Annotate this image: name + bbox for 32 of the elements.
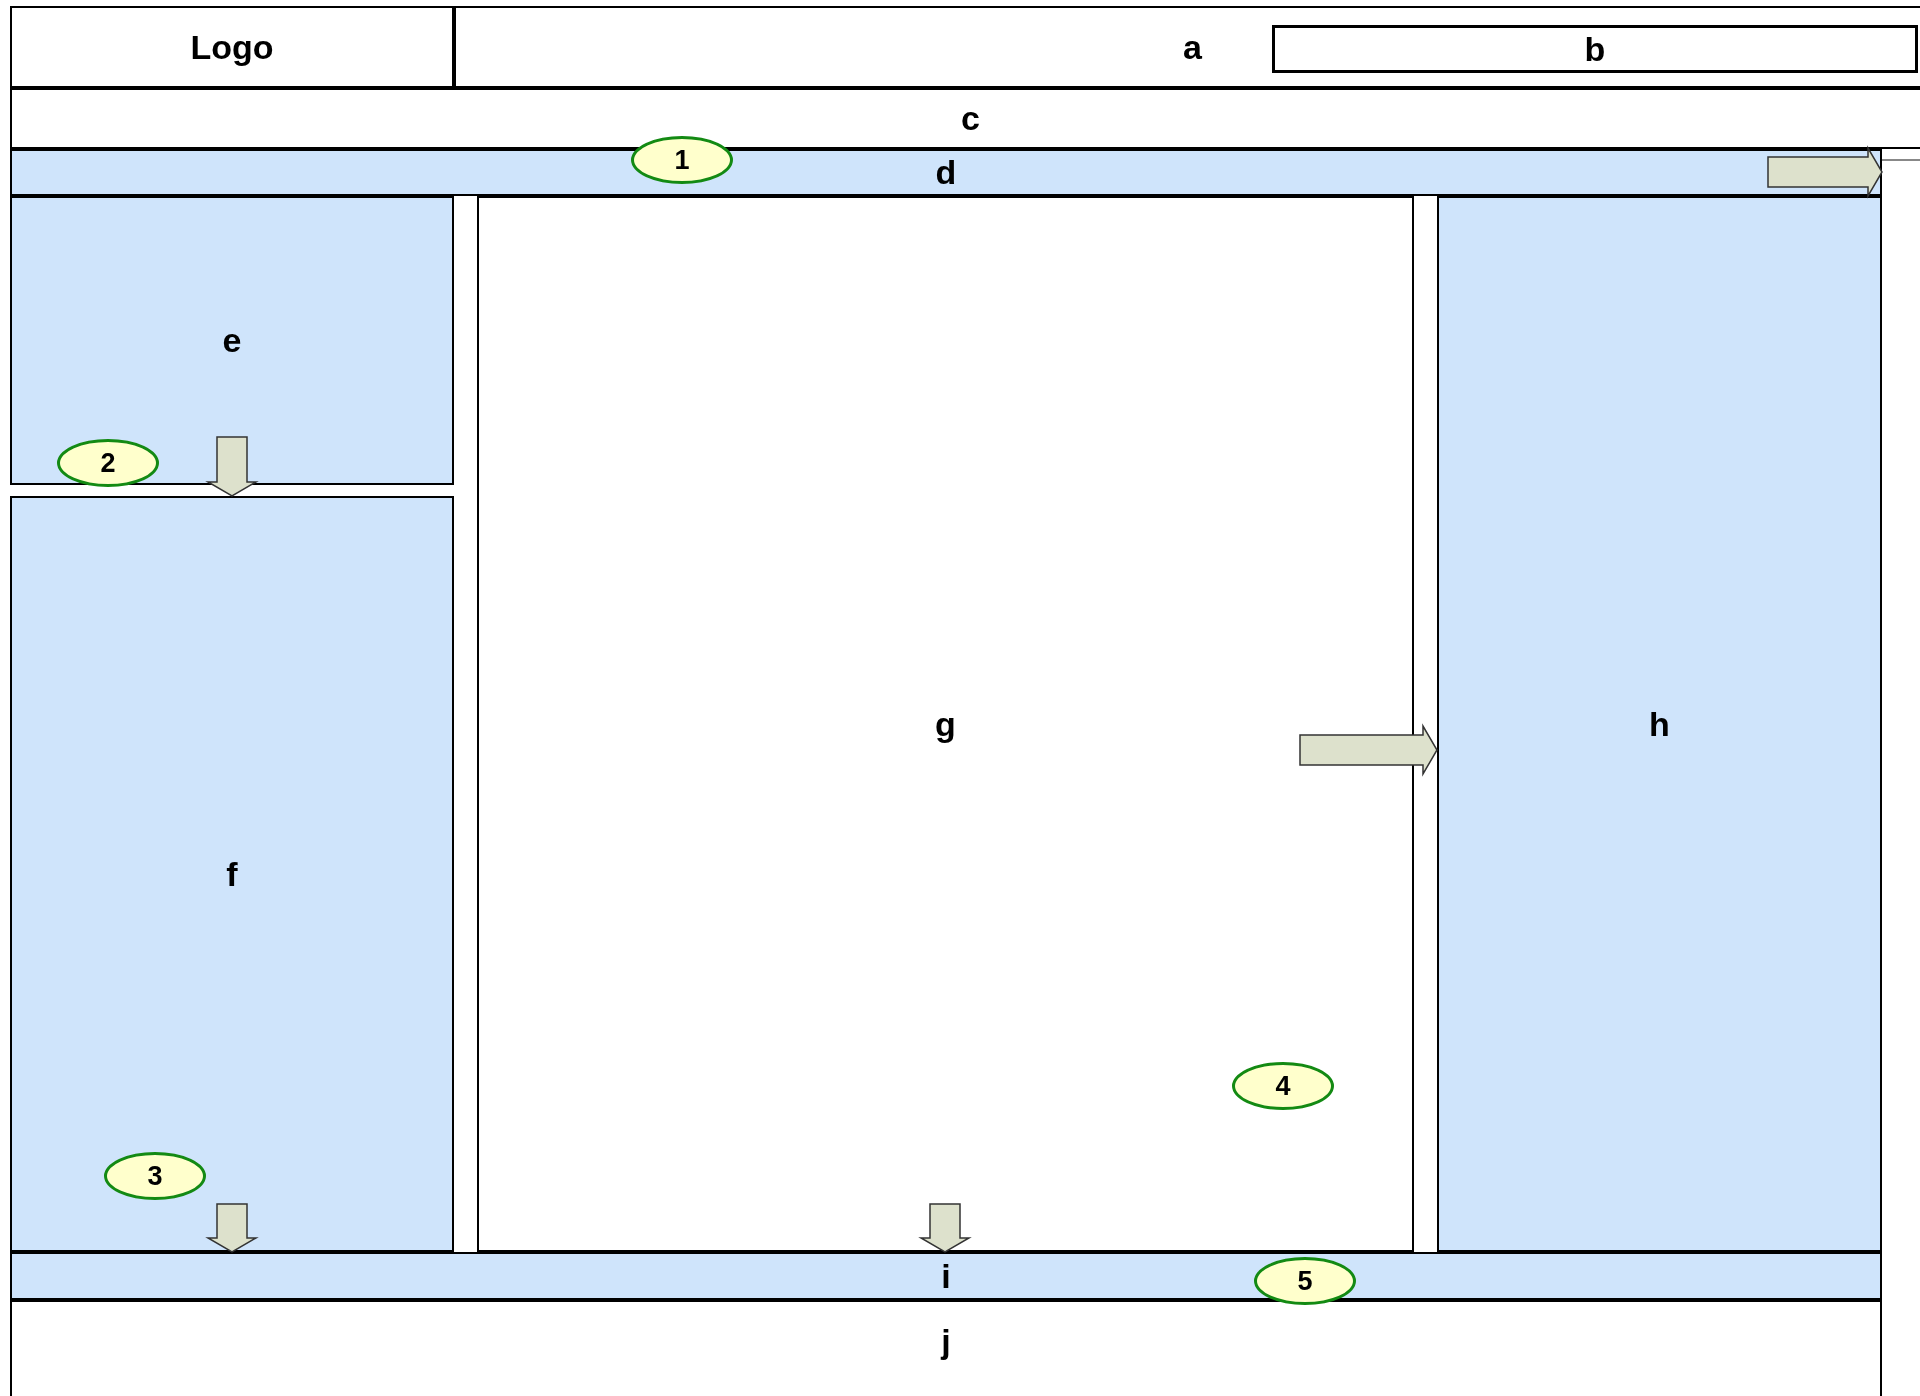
- callout-number: 3: [147, 1160, 163, 1192]
- block-arrow: [1767, 145, 1883, 199]
- layout-region: [10, 6, 454, 88]
- block-arrow: [918, 1203, 972, 1253]
- content-area: [477, 196, 1414, 1252]
- layout-region: [454, 6, 1920, 88]
- callout-number: 4: [1275, 1070, 1291, 1102]
- block-arrow: [205, 436, 259, 497]
- callout-number: 1: [674, 144, 690, 176]
- callout-number: 5: [1297, 1265, 1313, 1297]
- block-arrow: [205, 1203, 259, 1253]
- region-label: h: [1649, 704, 1670, 744]
- layout-panel: [10, 196, 454, 485]
- region-label: f: [226, 854, 238, 894]
- region-label: i: [941, 1256, 951, 1296]
- region-label: j: [941, 1322, 951, 1361]
- layout-region: [10, 1300, 1882, 1396]
- layout-band: [10, 149, 1882, 196]
- header-box: [1272, 25, 1918, 73]
- region-label: c: [961, 99, 980, 138]
- layout-region: [10, 88, 1920, 149]
- region-label: Logo: [190, 27, 274, 67]
- layout-band: [10, 1252, 1882, 1300]
- region-label: e: [222, 321, 242, 360]
- layout-panel: [1437, 196, 1882, 1252]
- region-label: b: [1584, 29, 1606, 69]
- region-label: d: [935, 153, 957, 192]
- region-label: a: [1183, 27, 1202, 67]
- region-label: g: [935, 704, 956, 744]
- block-arrow: [1299, 723, 1438, 777]
- layout-panel: [10, 496, 454, 1252]
- callout-number: 2: [100, 447, 116, 479]
